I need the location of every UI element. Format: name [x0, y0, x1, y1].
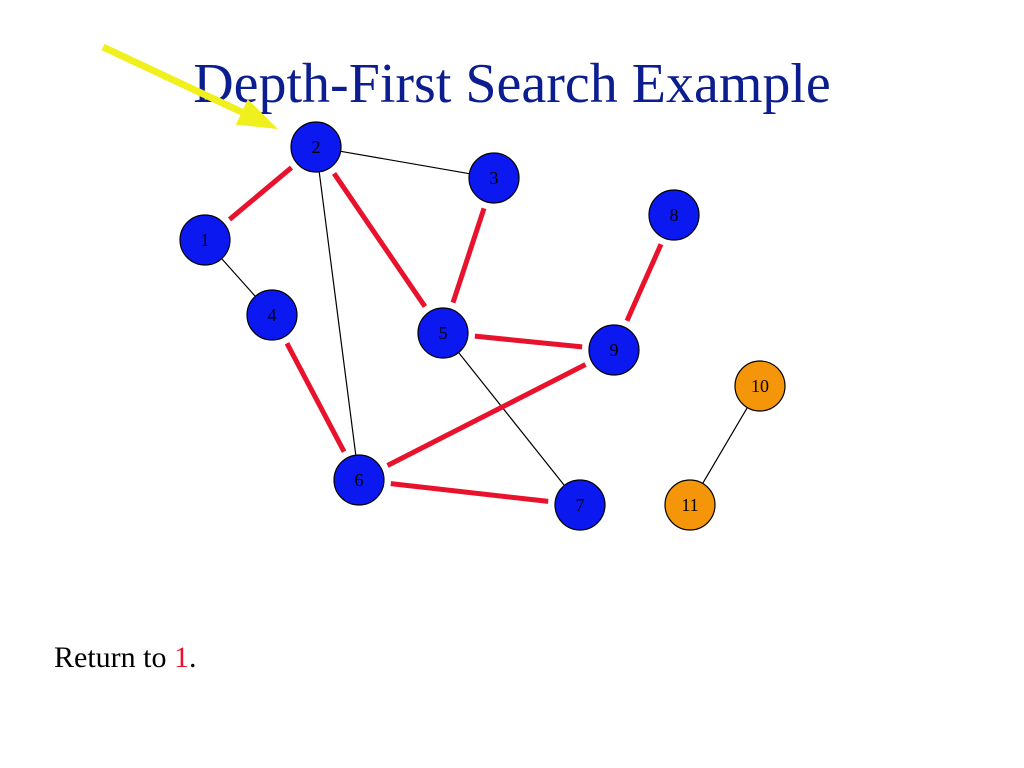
node-circle: [417, 307, 469, 359]
node-2: 2: [290, 121, 342, 173]
caption-prefix: Return to: [54, 641, 174, 674]
edge-1-2: [227, 165, 294, 222]
edge-5-7: [458, 352, 565, 486]
node-circle: [664, 479, 716, 531]
node-label: 4: [268, 305, 277, 325]
node-label: 6: [355, 470, 364, 490]
node-9: 9: [588, 324, 640, 376]
node-6: 6: [333, 454, 385, 506]
node-circle: [468, 152, 520, 204]
edge-5-9: [474, 333, 583, 350]
node-circle: [648, 189, 700, 241]
node-7: 7: [554, 479, 606, 531]
node-10: 10: [734, 360, 786, 412]
edge-10-11: [702, 407, 748, 484]
step-caption: Return to 1.: [54, 638, 197, 678]
edge-2-5: [331, 172, 428, 308]
node-8: 8: [648, 189, 700, 241]
edge-2-3: [340, 150, 470, 175]
node-circle: [588, 324, 640, 376]
node-label: 10: [751, 376, 769, 396]
edge-2-6: [318, 171, 357, 456]
edges-layer: [221, 150, 748, 504]
node-label: 5: [439, 323, 448, 343]
node-1: 1: [179, 214, 231, 266]
slide-title: Depth-First Search Example: [193, 53, 831, 115]
caption-suffix: .: [189, 641, 197, 674]
edge-4-6: [284, 342, 347, 453]
node-label: 2: [312, 137, 321, 157]
node-label: 11: [681, 495, 698, 515]
edge-6-9: [386, 362, 587, 468]
nodes-layer: 1 2 3 4 5 6 7 8 9 10 11: [179, 121, 786, 531]
edge-8-9: [624, 243, 664, 322]
node-4: 4: [246, 289, 298, 341]
node-label: 1: [201, 230, 210, 250]
node-label: 8: [670, 205, 679, 225]
node-label: 3: [490, 168, 499, 188]
node-3: 3: [468, 152, 520, 204]
pointer-arrow-shaft: [101, 43, 244, 116]
edge-1-4: [221, 258, 256, 297]
node-5: 5: [417, 307, 469, 359]
node-circle: [179, 214, 231, 266]
edge-6-7: [390, 481, 549, 504]
node-circle: [333, 454, 385, 506]
node-circle: [290, 121, 342, 173]
node-label: 7: [576, 495, 585, 515]
node-label: 9: [610, 340, 619, 360]
node-circle: [734, 360, 786, 412]
pointer-arrow: [101, 43, 278, 129]
node-circle: [246, 289, 298, 341]
caption-highlight-node: 1: [174, 641, 189, 674]
node-circle: [554, 479, 606, 531]
node-11: 11: [664, 479, 716, 531]
edge-3-5: [450, 207, 487, 304]
pointer-arrow-head: [235, 99, 278, 129]
